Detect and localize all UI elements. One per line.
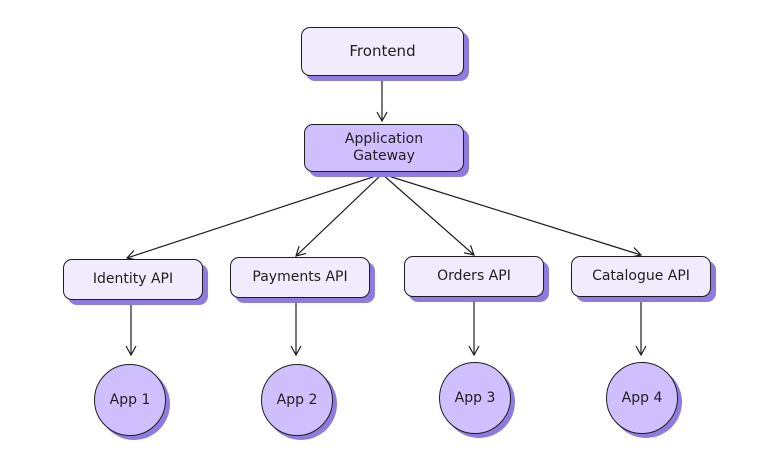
arrow-gateway-to-orders-api	[381, 173, 475, 256]
app-2-node: App 2	[261, 364, 333, 436]
arrow-gateway-to-payments-api	[295, 173, 383, 257]
payments-api-node: Payments API	[230, 257, 370, 298]
identity-api-node: Identity API	[63, 259, 203, 300]
orders-api-node: Orders API	[404, 256, 544, 297]
app-1-label: App 1	[109, 391, 151, 408]
app-1-node: App 1	[94, 364, 166, 436]
frontend-label: Frontend	[349, 42, 416, 60]
app-4-node: App 4	[606, 362, 678, 434]
app-2-label: App 2	[276, 391, 318, 408]
arrow-gateway-to-identity-api	[125, 173, 383, 261]
app-4-label: App 4	[621, 389, 663, 406]
arrow-gateway-to-catalogue-api	[381, 173, 643, 258]
identity-api-label: Identity API	[92, 271, 174, 287]
gateway-node: Application Gateway	[304, 124, 464, 172]
gateway-label: Application Gateway	[344, 131, 424, 164]
catalogue-api-label: Catalogue API	[592, 268, 690, 284]
frontend-node: Frontend	[301, 27, 464, 76]
catalogue-api-node: Catalogue API	[571, 256, 711, 297]
app-3-node: App 3	[439, 362, 511, 434]
payments-api-label: Payments API	[252, 269, 348, 285]
orders-api-label: Orders API	[437, 268, 511, 284]
app-3-label: App 3	[454, 389, 496, 406]
